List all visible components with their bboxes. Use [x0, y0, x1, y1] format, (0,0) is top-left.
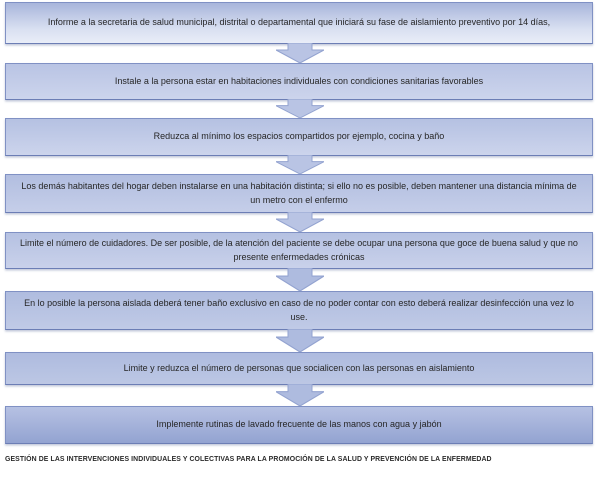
step-text-1: Informe a la secretaria de salud municip…: [47, 17, 551, 28]
down-arrow-icon: [276, 268, 324, 291]
step-text-7: Limite y reduzca el número de personas q…: [123, 362, 475, 373]
step-box-7: Limite y reduzca el número de personas q…: [5, 352, 593, 385]
step-box-6: En lo posible la persona aislada deberá …: [5, 291, 593, 330]
step-text-8: Implemente rutinas de lavado frecuente d…: [156, 419, 442, 430]
step-text-5: Limite el número de cuidadores. De ser p…: [20, 238, 578, 262]
down-arrow-icon: [276, 212, 324, 232]
down-arrow-icon: [276, 155, 324, 174]
step-box-5: Limite el número de cuidadores. De ser p…: [5, 232, 593, 269]
down-arrow-icon: [276, 384, 324, 406]
step-text-4: Los demás habitantes del hogar deben ins…: [21, 181, 577, 205]
step-text-6: En lo posible la persona aislada deberá …: [24, 298, 574, 322]
step-text-3: Reduzca al mínimo los espacios compartid…: [153, 131, 445, 142]
step-box-8: Implemente rutinas de lavado frecuente d…: [5, 406, 593, 444]
step-text-2: Instale a la persona estar en habitacion…: [114, 75, 484, 86]
step-box-4: Los demás habitantes del hogar deben ins…: [5, 174, 593, 213]
step-box-2: Instale a la persona estar en habitacion…: [5, 63, 593, 100]
footer-caption: GESTIÓN DE LAS INTERVENCIONES INDIVIDUAL…: [5, 456, 492, 463]
down-arrow-icon: [276, 43, 324, 63]
step-box-1: Informe a la secretaria de salud municip…: [5, 2, 593, 44]
down-arrow-icon: [276, 329, 324, 352]
down-arrow-icon: [276, 99, 324, 118]
step-box-3: Reduzca al mínimo los espacios compartid…: [5, 118, 593, 156]
